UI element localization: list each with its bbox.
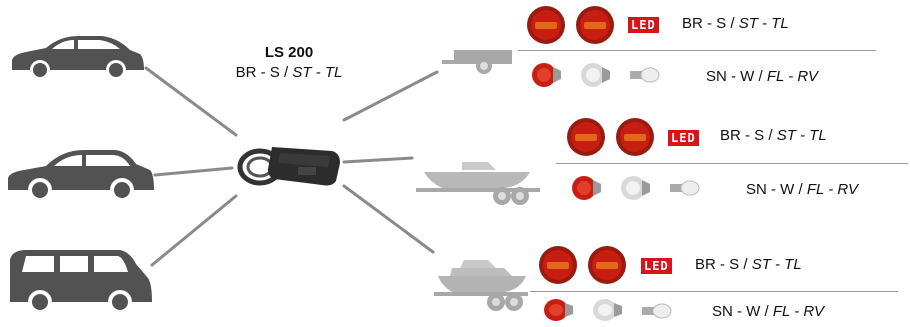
- bulb-icon: [640, 302, 672, 325]
- yacht-row2-plain: SN - W /: [712, 303, 773, 320]
- product-spec: BR - S / ST - TL: [214, 64, 364, 81]
- trailer-row2-italic: FL - RV: [766, 68, 818, 85]
- yacht-row2-italic: FL - RV: [772, 303, 824, 320]
- led-tail-lamp-icon: [566, 117, 606, 162]
- suv-icon: [8, 150, 154, 202]
- product-spec-plain: BR - S /: [235, 64, 293, 81]
- connector-suv: [153, 166, 234, 177]
- boat-trailer-icon: [416, 162, 540, 205]
- boat-row2-label: SN - W / FL - RV: [746, 181, 858, 198]
- yacht-row2-label: SN - W / FL - RV: [712, 303, 824, 320]
- yacht-trailer-icon: [434, 260, 528, 311]
- product-title: LS 200: [264, 44, 314, 61]
- connector-trailer: [342, 70, 439, 122]
- product-spec-italic: ST - TL: [292, 64, 343, 81]
- white-lamp-icon: [580, 61, 612, 94]
- yacht-row1-plain: BR - S /: [695, 256, 752, 273]
- trailer-divider: [518, 50, 876, 51]
- connector-car: [144, 66, 238, 137]
- boat-row1-label: BR - S / ST - TL: [720, 127, 827, 144]
- yacht-divider: [530, 291, 898, 292]
- led-badge: LED: [668, 130, 699, 146]
- led-tail-lamp-icon: [615, 117, 655, 162]
- white-lamp-icon: [620, 174, 652, 207]
- boat-row2-italic: FL - RV: [806, 181, 858, 198]
- connector-boat: [342, 156, 414, 164]
- bulb-icon: [628, 66, 660, 89]
- white-lamp-icon: [592, 298, 624, 327]
- yacht-row1-label: BR - S / ST - TL: [695, 256, 802, 273]
- led-tail-lamp-icon: [538, 245, 578, 290]
- led-tail-lamp-icon: [587, 245, 627, 290]
- trailer-row1-italic: ST - TL: [738, 15, 789, 32]
- trailer-icon: [442, 50, 512, 74]
- led-badge: LED: [641, 258, 672, 274]
- boat-row1-plain: BR - S /: [720, 127, 777, 144]
- trailer-row1-label: BR - S / ST - TL: [682, 15, 789, 32]
- boat-row1-italic: ST - TL: [776, 127, 827, 144]
- red-lamp-icon: [531, 61, 563, 94]
- led-tail-lamp-icon: [526, 5, 566, 50]
- connector-yacht: [342, 184, 435, 254]
- ls200-device-icon: [237, 147, 340, 186]
- red-lamp-icon: [543, 298, 575, 327]
- boat-divider: [556, 163, 908, 164]
- boat-row2-plain: SN - W /: [746, 181, 807, 198]
- trailer-row2-label: SN - W / FL - RV: [706, 68, 818, 85]
- connector-van: [150, 194, 238, 267]
- bulb-icon: [668, 179, 700, 202]
- trailer-row2-plain: SN - W /: [706, 68, 767, 85]
- led-tail-lamp-icon: [575, 5, 615, 50]
- red-lamp-icon: [571, 174, 603, 207]
- trailer-row1-plain: BR - S /: [682, 15, 739, 32]
- sedan-icon: [12, 36, 144, 80]
- van-icon: [10, 250, 152, 314]
- yacht-row1-italic: ST - TL: [751, 256, 802, 273]
- led-badge: LED: [628, 17, 659, 33]
